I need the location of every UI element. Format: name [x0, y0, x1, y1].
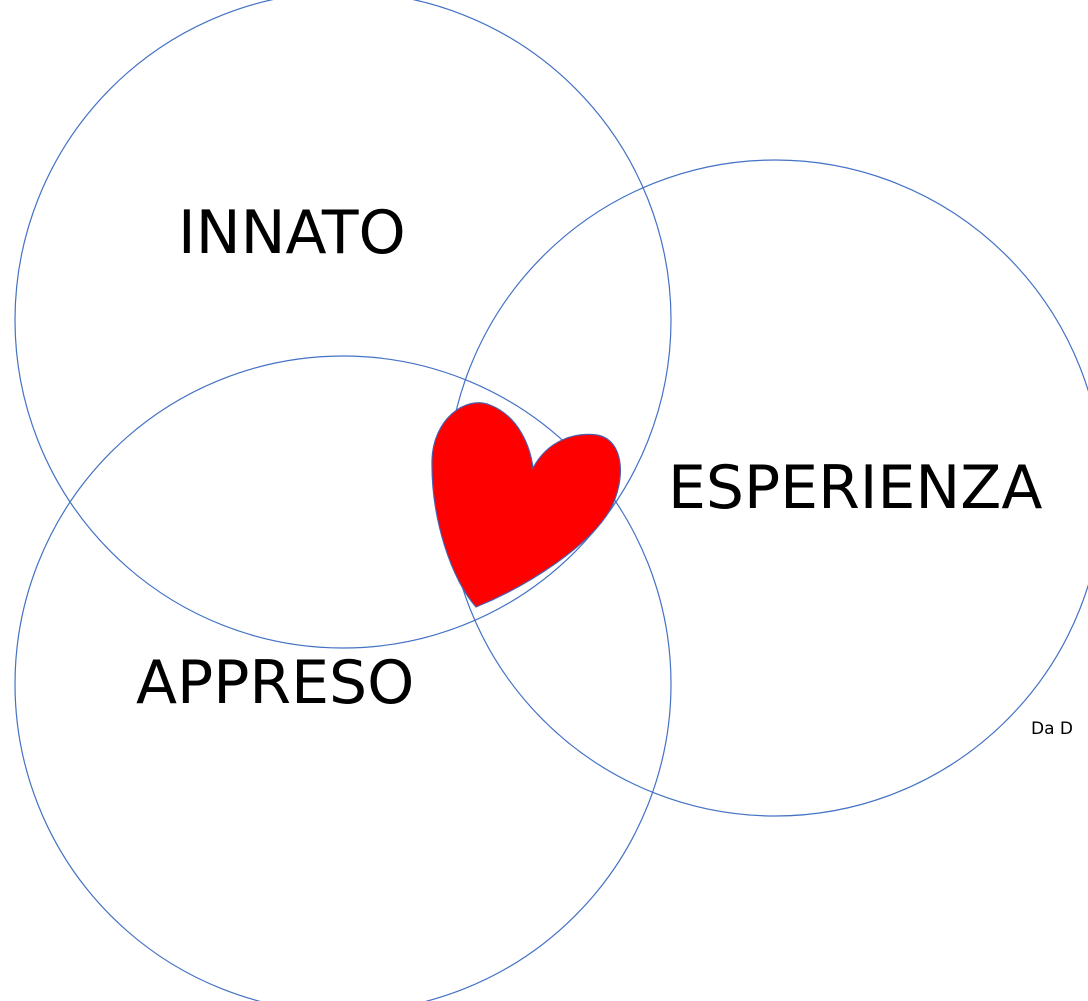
- credit-text: Da D: [1031, 719, 1073, 739]
- innato-label: INNATO: [178, 198, 406, 268]
- appreso-label: APPRESO: [136, 648, 414, 718]
- heart-icon: [431, 402, 621, 608]
- esperienza-label: ESPERIENZA: [668, 453, 1042, 523]
- innato-circle: [14, 0, 672, 649]
- appreso-circle: [14, 355, 672, 1001]
